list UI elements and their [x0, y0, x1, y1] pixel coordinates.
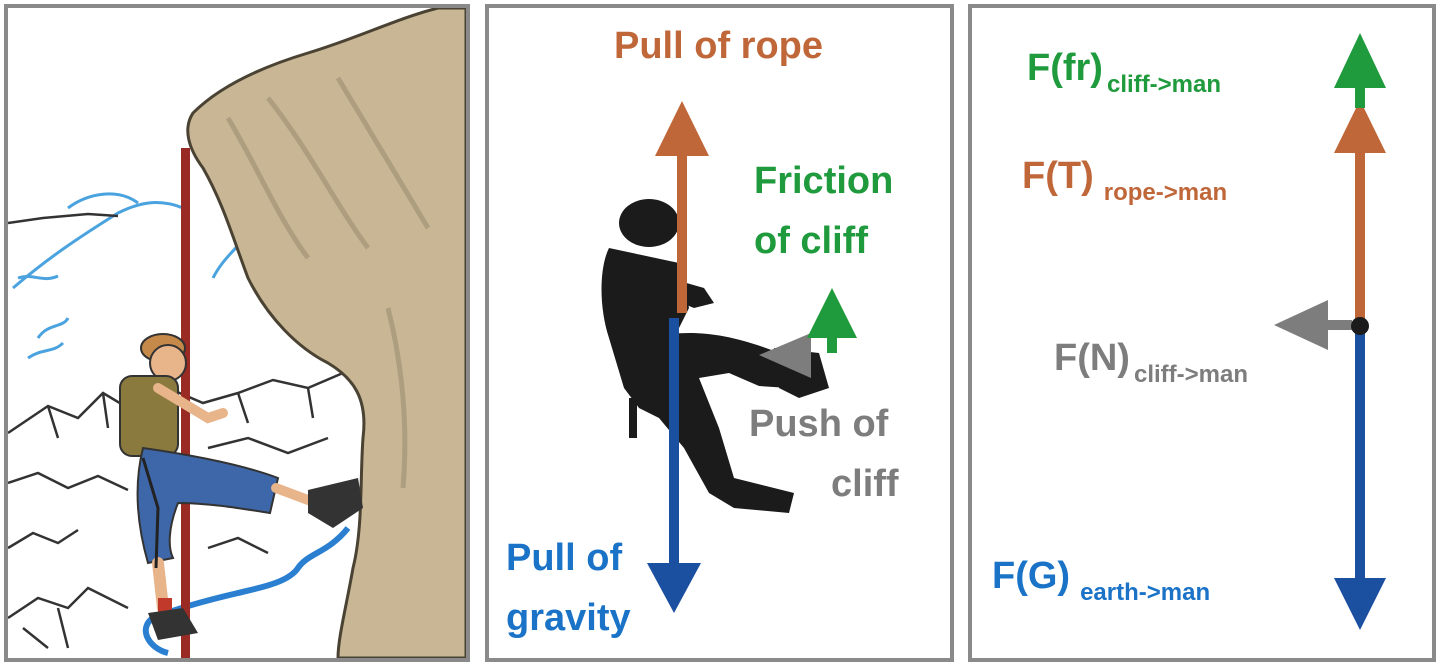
- push-label-line2: cliff: [831, 463, 899, 505]
- river: [142, 526, 351, 656]
- push-of-cliff-arrow: [759, 333, 811, 378]
- rock-climber-icon: [119, 333, 363, 640]
- forces-diagram: Pull of rope Friction of cliff Push of c…: [506, 25, 899, 639]
- friction-label-line2: of cliff: [754, 220, 868, 262]
- point-object: [1351, 317, 1369, 335]
- push-label-line1: Push of: [749, 403, 889, 445]
- friction-label-line1: Friction: [754, 160, 893, 202]
- normal-force-label: F(N)cliff->man: [1054, 337, 1248, 388]
- cliff: [186, 8, 466, 658]
- gravity-label-line1: Pull of: [506, 537, 622, 579]
- friction-force-main: F(fr): [1027, 47, 1103, 89]
- climber-scene-illustration: [8, 8, 466, 658]
- pull-of-gravity-arrow: [647, 318, 701, 613]
- pull-of-rope-arrow: [655, 101, 709, 313]
- tension-force-label: F(T) rope->man: [1022, 155, 1227, 206]
- friction-arrow: [1334, 33, 1386, 108]
- friction-force-label: F(fr)cliff->man: [1027, 47, 1221, 98]
- friction-of-cliff-arrow: [807, 288, 857, 353]
- pull-of-rope-label: Pull of rope: [614, 25, 823, 67]
- friction-force-sub: cliff->man: [1107, 71, 1221, 98]
- free-body-diagram: F(fr)cliff->man F(T)rope->man F(N)cliff-…: [992, 33, 1386, 630]
- gravity-arrow: [1334, 333, 1386, 630]
- normal-force-sub: cliff->man: [1134, 361, 1248, 388]
- normal-force-main: F(N): [1054, 337, 1130, 379]
- free-body-diagram-panel: F(fr)cliff->man F(T)rope->man F(N)cliff-…: [968, 4, 1436, 662]
- normal-force-arrow: [1274, 300, 1352, 350]
- tension-arrow: [1334, 100, 1386, 323]
- climber-scene-panel: [4, 4, 470, 662]
- gravity-force-sub: earth->man: [1080, 579, 1210, 606]
- gravity-label-line2: gravity: [506, 597, 631, 639]
- gravity-force-label: F(G) earth->man: [992, 555, 1210, 606]
- forces-panel: Pull of rope Friction of cliff Push of c…: [485, 4, 954, 662]
- tension-force-sub: rope->man: [1104, 179, 1227, 206]
- tension-force-main: F(T): [1022, 155, 1094, 197]
- gravity-force-main: F(G): [992, 555, 1070, 597]
- cliff-shading: [225, 76, 431, 489]
